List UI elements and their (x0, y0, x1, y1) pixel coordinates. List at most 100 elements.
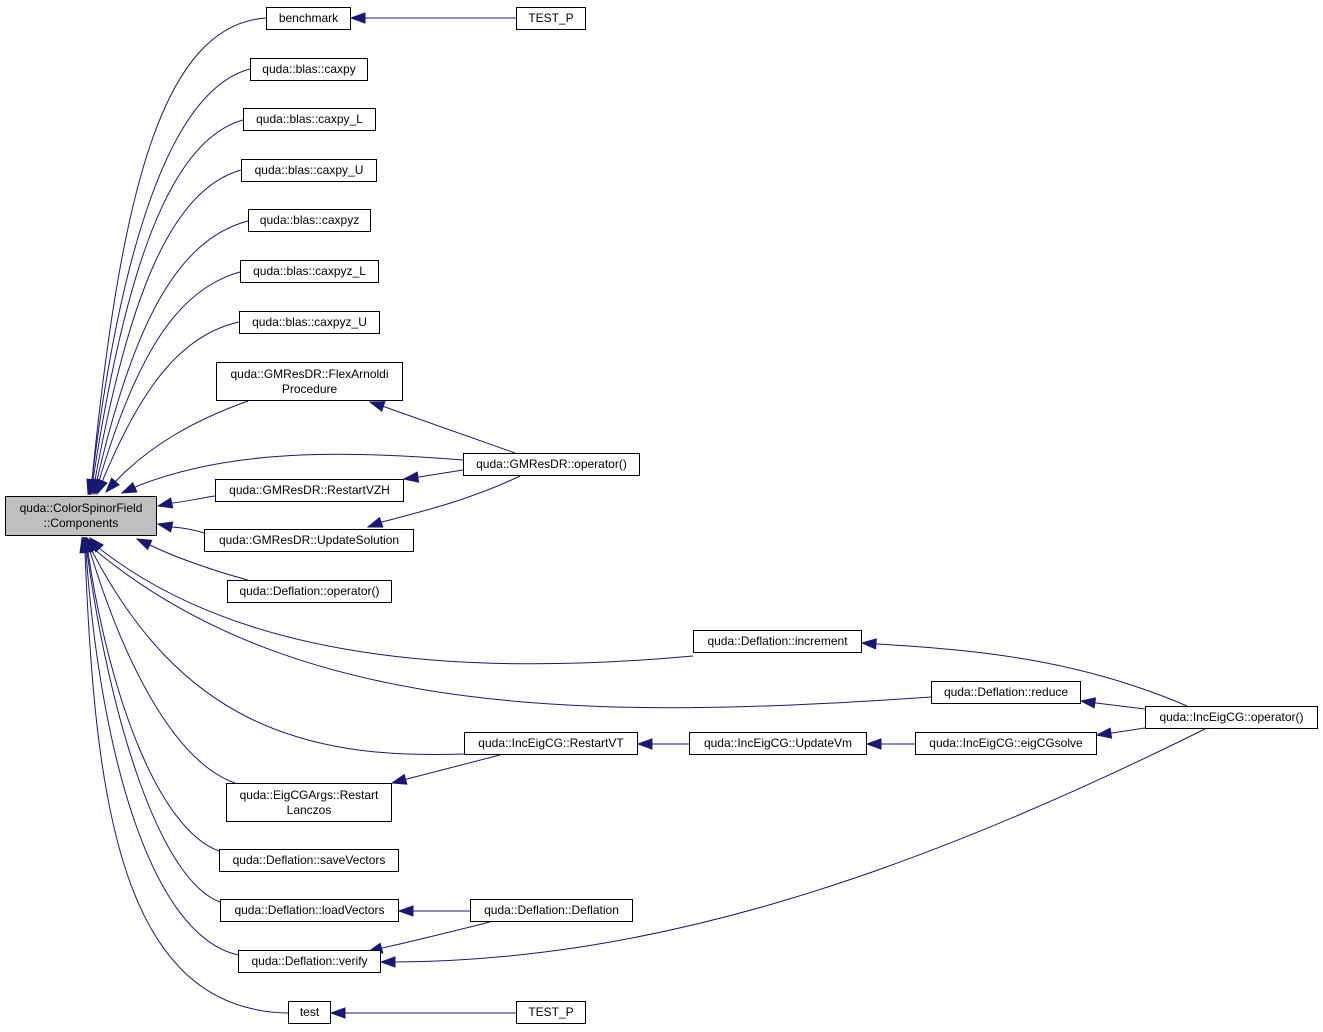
edge-test-to-root (79, 536, 289, 1014)
edge-line (381, 921, 491, 949)
edge-line (114, 400, 249, 483)
node-restartvzh[interactable]: quda::GMResDR::RestartVZH (215, 479, 404, 502)
edge-line (418, 469, 464, 478)
node-label: quda::blas::caxpyz_U (252, 315, 367, 329)
edge-gmresdr_op-to-root (120, 453, 464, 494)
edge-line (84, 551, 289, 1014)
edge-inceigcg_op-to-reduce (1079, 697, 1146, 710)
edge-line (89, 550, 236, 784)
node-caxpy-u[interactable]: quda::blas::caxpy_U (241, 159, 377, 182)
edge-line (92, 119, 244, 481)
node-caxpy[interactable]: quda::blas::caxpy (250, 58, 368, 81)
edge-test_p1-to-benchmark (349, 12, 516, 24)
node-label: quda::blas::caxpyz_L (253, 264, 366, 278)
edge-connector (99, 548, 101, 550)
edge-line (406, 754, 501, 780)
edge-line (98, 271, 241, 482)
node-label: quda::GMResDR::operator() (476, 457, 627, 471)
edge-line (99, 548, 694, 665)
node-caxpyz-l[interactable]: quda::blas::caxpyz_L (240, 260, 379, 283)
edge-gmresdr_op-to-flexarnoldi (368, 401, 516, 454)
node-label: quda::Deflation::operator() (239, 584, 380, 598)
edge-deflation_ctor-to-loadvectors (397, 905, 470, 917)
node-benchmark[interactable]: benchmark (266, 7, 351, 30)
edge-line (395, 728, 1206, 963)
node-label: benchmark (278, 11, 339, 25)
node-savevectors[interactable]: quda::Deflation::saveVectors (219, 849, 399, 872)
edge-line (381, 475, 521, 523)
edge-flexarnoldi-to-root (105, 400, 249, 494)
node-label: quda::blas::caxpyz (259, 213, 360, 227)
node-deflation-ctor[interactable]: quda::Deflation::Deflation (470, 899, 633, 922)
edge-restartvzh-to-root (156, 495, 216, 509)
edge-line (149, 544, 249, 581)
node-label: quda::IncEigCG::eigCGsolve (929, 736, 1083, 750)
edge-line (94, 169, 242, 481)
edge-line (1095, 702, 1146, 710)
edge-inceigcg_op-to-increment (860, 638, 1188, 707)
node-test-p2[interactable]: TEST_P (516, 1001, 586, 1024)
node-caxpyz-u[interactable]: quda::blas::caxpyz_U (239, 311, 380, 334)
node-label: quda::blas::caxpy_U (254, 163, 364, 177)
node-reduce[interactable]: quda::Deflation::reduce (931, 681, 1081, 704)
node-restartlanczos[interactable]: quda::EigCGArgs::Restart Lanczos (226, 783, 392, 822)
node-test[interactable]: test (288, 1001, 331, 1024)
edge-caxpyz_u-to-root (96, 321, 240, 496)
node-restartvt[interactable]: quda::IncEigCG::RestartVT (464, 732, 638, 755)
edge-line (171, 495, 216, 504)
edge-line (96, 220, 249, 481)
node-updatevm[interactable]: quda::IncEigCG::UpdateVm (689, 732, 867, 755)
edge-test_p2-to-test (329, 1007, 516, 1019)
edge-updatesolution-to-root (156, 521, 205, 534)
node-label: quda::Deflation::loadVectors (234, 903, 385, 917)
edge-line (86, 551, 221, 903)
node-gmresdr-op[interactable]: quda::GMResDR::operator() (463, 453, 640, 476)
node-verify[interactable]: quda::Deflation::verify (238, 950, 381, 973)
edge-connector (134, 484, 141, 488)
node-caxpy-l[interactable]: quda::blas::caxpy_L (243, 108, 376, 131)
edge-connector (383, 405, 386, 408)
edge-eigcgsolve-to-updatevm (865, 738, 915, 750)
node-label: quda::Deflation::saveVectors (232, 853, 386, 867)
node-inceigcg-op[interactable]: quda::IncEigCG::operator() (1145, 706, 1318, 729)
node-label: quda::Deflation::reduce (943, 685, 1069, 699)
node-increment[interactable]: quda::Deflation::increment (693, 630, 862, 653)
edge-inceigcg_op-to-eigcgsolve (1095, 727, 1146, 739)
edge-line (1111, 727, 1146, 734)
node-label: quda::EigCGArgs::Restart Lanczos (239, 787, 379, 817)
edge-line (91, 550, 465, 756)
node-updatesolution[interactable]: quda::GMResDR::UpdateSolution (204, 529, 414, 552)
node-label: quda::ColorSpinorField ::Components (19, 501, 143, 530)
edge-line (101, 321, 240, 483)
node-label: quda::GMResDR::FlexArnoldi Procedure (230, 366, 389, 396)
node-deflation-op[interactable]: quda::Deflation::operator() (227, 580, 392, 603)
node-flexarnoldi[interactable]: quda::GMResDR::FlexArnoldi Procedure (216, 362, 403, 401)
node-label: quda::GMResDR::RestartVZH (229, 483, 390, 497)
node-label: quda::Deflation::increment (707, 634, 848, 648)
node-loadvectors[interactable]: quda::Deflation::loadVectors (220, 899, 399, 922)
node-label: quda::Deflation::Deflation (484, 903, 619, 917)
edge-line (384, 406, 516, 454)
node-label: TEST_P (528, 1005, 574, 1019)
edge-line (94, 549, 932, 709)
node-caxpyz[interactable]: quda::blas::caxpyz (248, 209, 371, 232)
node-label: quda::blas::caxpy_L (256, 112, 363, 126)
edge-line (139, 453, 464, 486)
node-label: test (299, 1005, 320, 1019)
node-label: quda::IncEigCG::operator() (1159, 710, 1304, 724)
node-test-p1[interactable]: TEST_P (516, 7, 586, 30)
edge-line (91, 17, 267, 481)
node-label: quda::IncEigCG::UpdateVm (703, 736, 853, 750)
edge-updatevm-to-restartvt (636, 738, 689, 750)
edge-line (171, 526, 205, 534)
edge-gmresdr_op-to-restartvzh (402, 469, 464, 483)
node-label: quda::Deflation::verify (251, 954, 368, 968)
node-label: quda::GMResDR::UpdateSolution (218, 533, 400, 547)
edge-line (87, 551, 220, 852)
node-eigcgsolve[interactable]: quda::IncEigCG::eigCGsolve (915, 732, 1097, 755)
node-label: quda::IncEigCG::RestartVT (478, 736, 624, 750)
root-node: quda::ColorSpinorField ::Components (5, 496, 157, 536)
node-label: quda::blas::caxpy (262, 62, 356, 76)
